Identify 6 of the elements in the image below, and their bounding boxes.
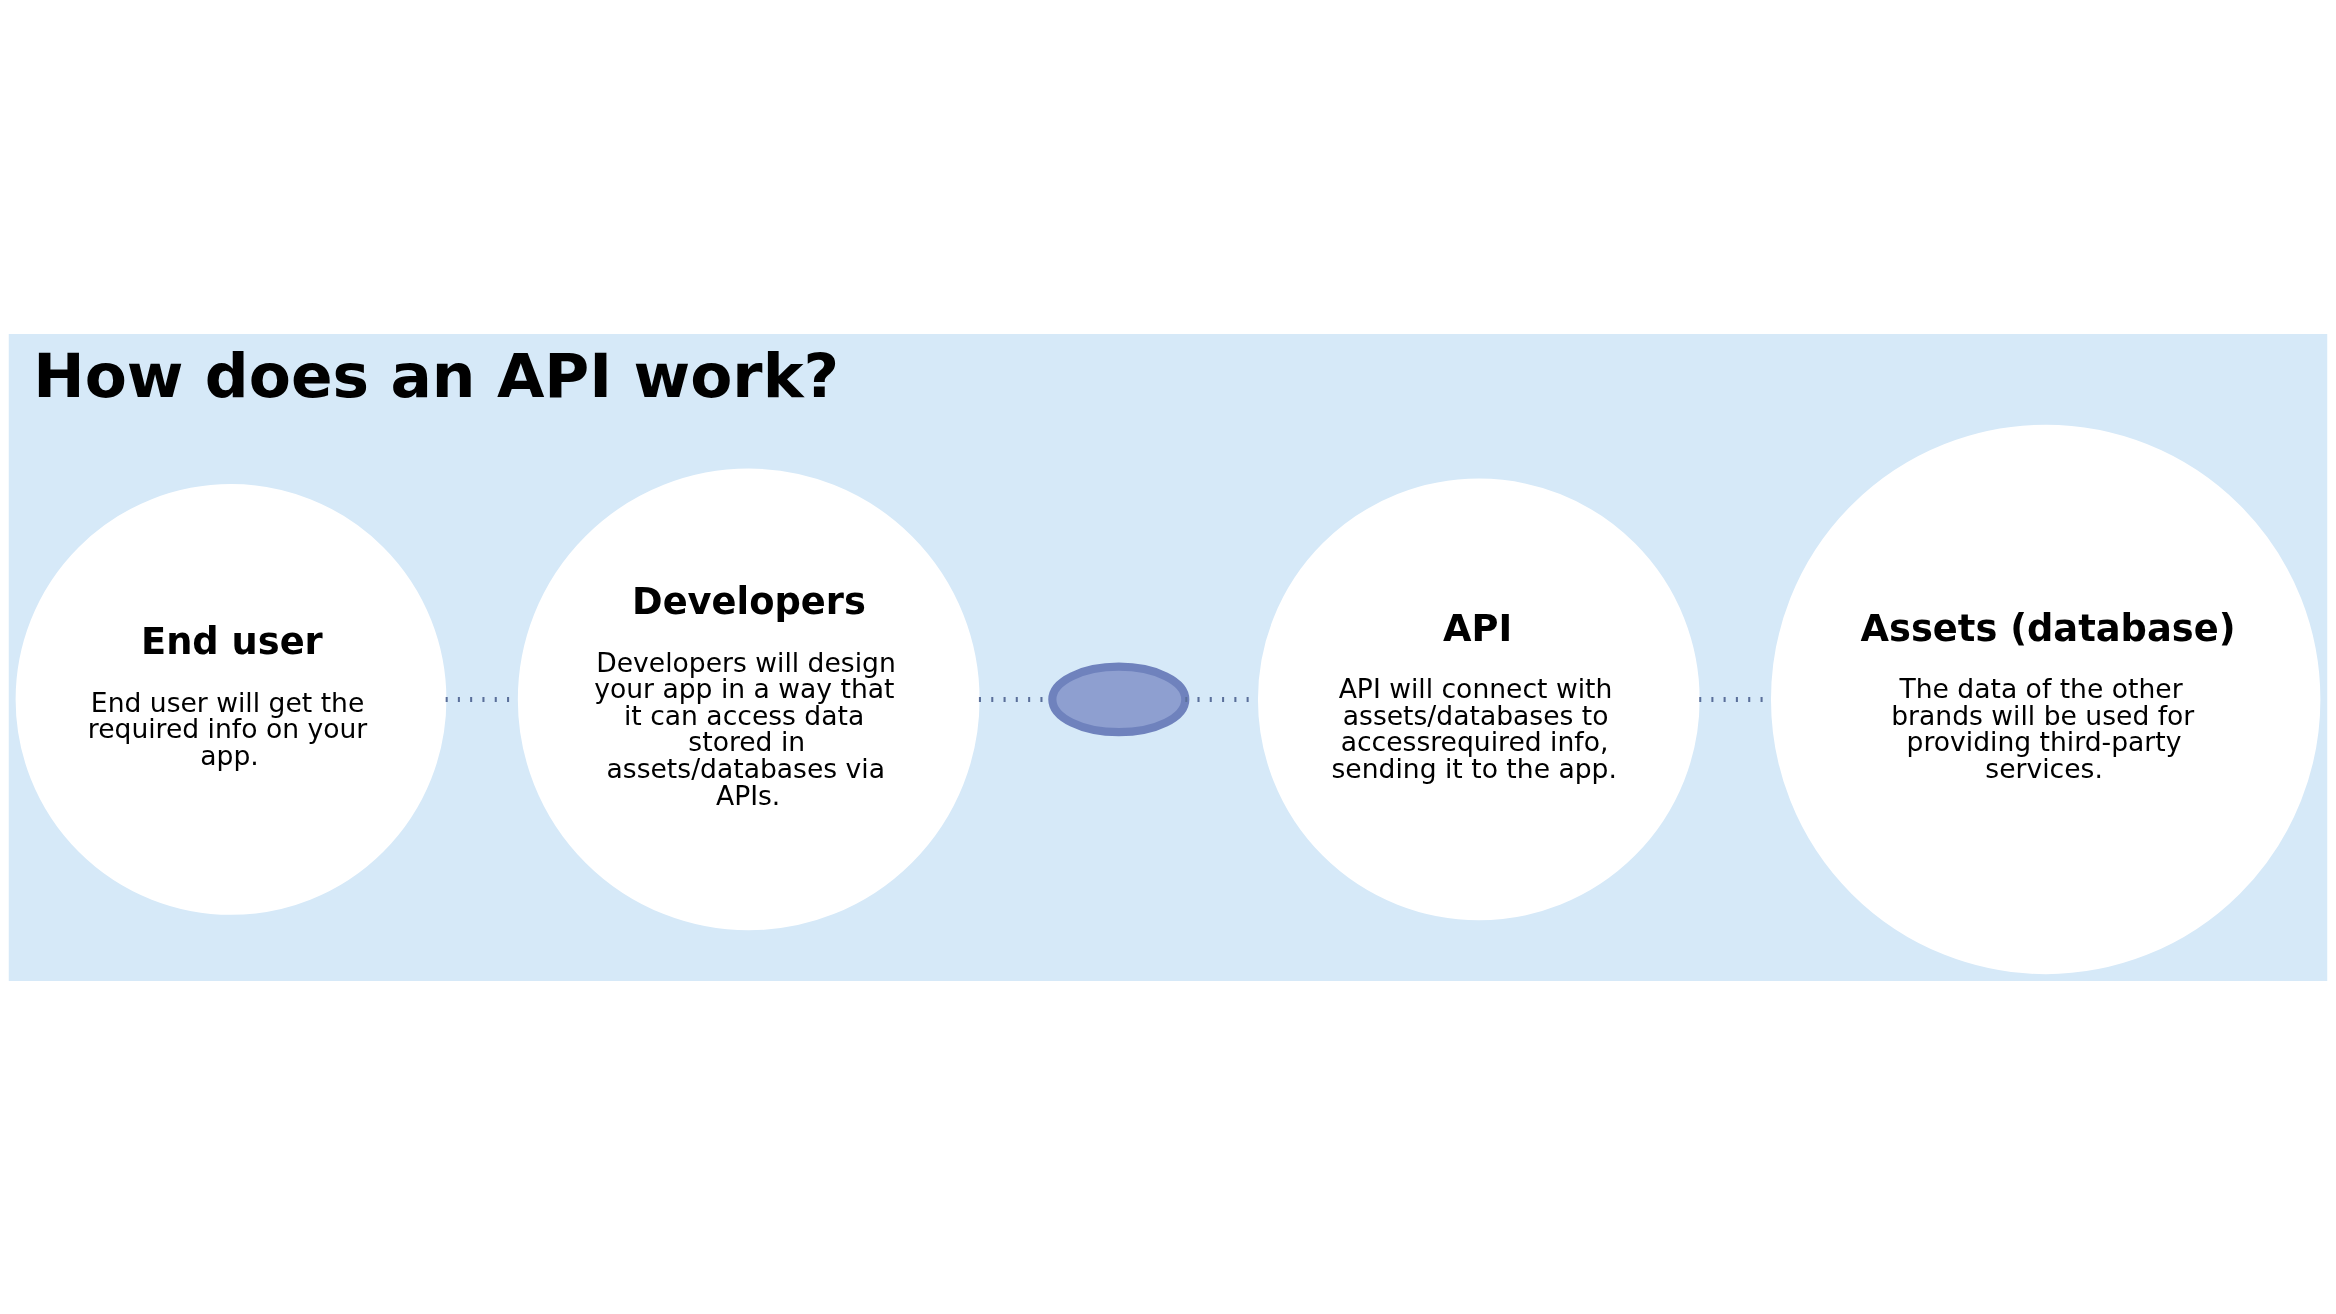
diagram-title: How does an API work? — [33, 339, 840, 411]
node-link — [1048, 662, 1190, 736]
node-circle: API API will connect with assets/databases to accessrequired info, sending it to the app. — [1257, 478, 1700, 920]
node-circle: End user End user will get the required info on your app. — [15, 483, 447, 915]
node-circle: Developers Developers will design your app in a way that it can access data stored in assets/databases via APIs. — [517, 468, 980, 930]
node-circle: Assets (database) The data of the other brands will be used for providing third-party services. — [1771, 424, 2321, 974]
